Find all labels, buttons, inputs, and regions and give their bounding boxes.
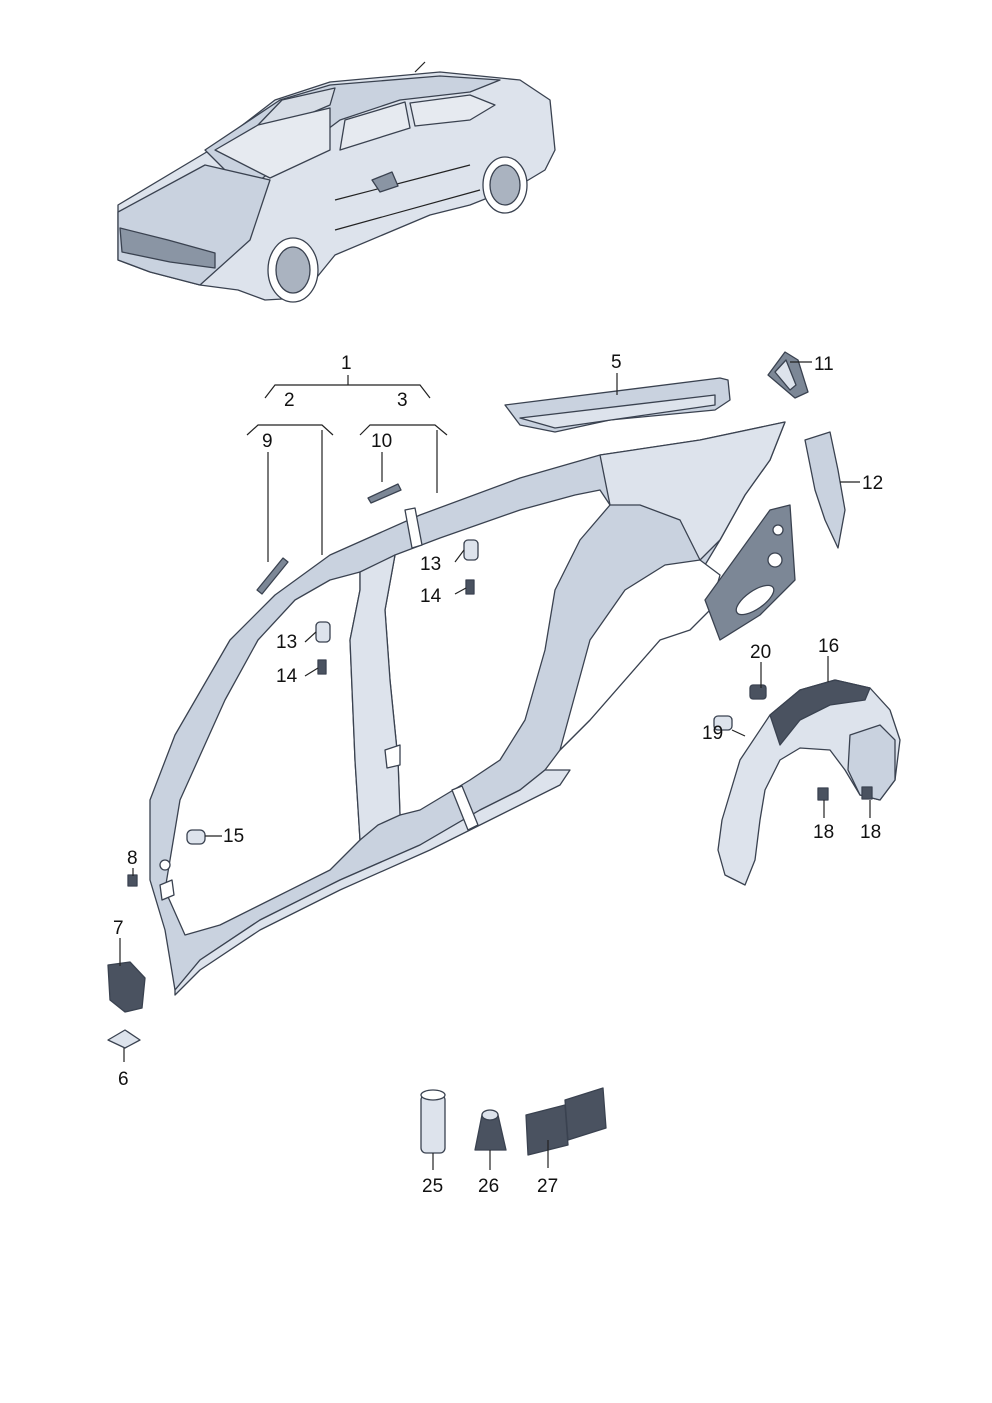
callout-26: 26 xyxy=(478,1176,499,1197)
callout-8: 8 xyxy=(127,848,138,869)
callout-18-a: 18 xyxy=(813,822,834,843)
part-13-bolt-lower xyxy=(315,621,331,643)
callout-10: 10 xyxy=(371,431,392,452)
part-15-plug xyxy=(186,829,206,845)
callout-20: 20 xyxy=(750,642,771,663)
callout-12: 12 xyxy=(862,473,883,494)
callout-25: 25 xyxy=(422,1176,443,1197)
car-overview-illustration xyxy=(117,61,556,303)
callout-15: 15 xyxy=(223,826,244,847)
callout-2: 2 xyxy=(284,390,295,411)
part-11-bracket xyxy=(767,351,809,399)
part-19-screw xyxy=(713,715,733,731)
part-5-crossmember xyxy=(504,377,731,433)
part-20-bolt xyxy=(749,684,767,700)
callout-14-lower: 14 xyxy=(276,666,298,687)
callout-6: 6 xyxy=(118,1069,129,1090)
part-14-screw-upper xyxy=(465,579,475,595)
callout-3: 3 xyxy=(397,390,408,411)
part-8-nut xyxy=(127,874,138,887)
callout-13-upper: 13 xyxy=(420,554,441,575)
part-18-screw-a xyxy=(817,787,829,801)
callout-13-lower: 13 xyxy=(276,632,297,653)
callout-1: 1 xyxy=(341,353,352,374)
part-9-strip xyxy=(256,557,289,595)
part-7-bracket xyxy=(107,961,146,1013)
part-12-panel xyxy=(804,431,846,549)
callout-7: 7 xyxy=(113,918,124,939)
part-25-cylinder xyxy=(420,1089,446,1154)
callout-19: 19 xyxy=(702,723,723,744)
part-14-screw-lower xyxy=(317,659,327,675)
callout-labels: 1 2 3 9 10 5 11 12 13 14 13 14 15 8 7 6 … xyxy=(113,352,883,1197)
part-6-clip xyxy=(107,1029,141,1049)
part-26-grommet xyxy=(474,1109,507,1151)
callout-18-b: 18 xyxy=(860,822,881,843)
side-panel-assembly xyxy=(149,421,796,996)
part-16-wheel-liner xyxy=(717,679,901,886)
callout-14-upper: 14 xyxy=(420,586,442,607)
callout-5: 5 xyxy=(611,352,622,373)
part-27-pads xyxy=(525,1087,607,1156)
part-10-strip xyxy=(367,483,402,504)
leader-lines xyxy=(119,361,871,1170)
callout-9: 9 xyxy=(262,431,273,452)
part-13-bolt-upper xyxy=(463,539,479,561)
callout-27: 27 xyxy=(537,1176,558,1197)
part-18-screw-b xyxy=(861,786,873,800)
callout-11: 11 xyxy=(814,354,834,375)
callout-16: 16 xyxy=(818,636,839,657)
